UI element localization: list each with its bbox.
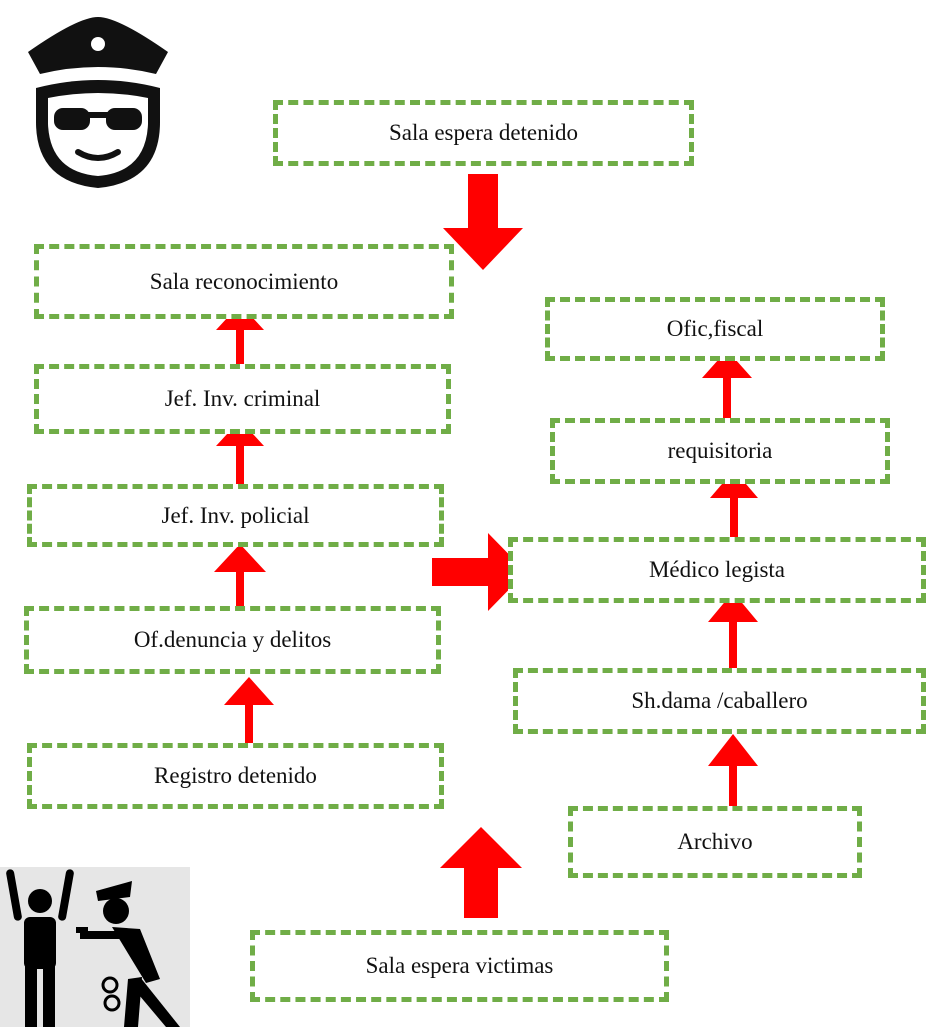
node-jef-inv-policial: Jef. Inv. policial	[27, 484, 444, 547]
arrow-up-right-1	[702, 350, 752, 427]
node-jef-inv-criminal: Jef. Inv. criminal	[34, 364, 451, 434]
node-sala-espera-detenido: Sala espera detenido	[273, 100, 694, 166]
node-sh-dama-caballero: Sh.dama /caballero	[513, 668, 926, 734]
arrow-down-big	[443, 174, 523, 270]
arrow-up-right-2	[710, 470, 758, 546]
node-registro-detenido: Registro detenido	[27, 743, 444, 809]
arrow-up-right-4	[708, 734, 758, 818]
arrow-up-left-4	[224, 677, 274, 745]
arrow-up-right-3	[708, 592, 758, 670]
node-requisitoria: requisitoria	[550, 418, 890, 484]
node-medico-legista: Médico legista	[508, 537, 926, 603]
arrest-icon	[0, 867, 190, 1027]
police-officer-icon	[28, 17, 168, 188]
node-sala-espera-victimas: Sala espera victimas	[250, 930, 669, 1002]
arrow-up-left-3	[214, 544, 266, 612]
arrow-up-big	[440, 827, 522, 918]
node-archivo: Archivo	[568, 806, 862, 878]
arrow-up-left-1	[216, 304, 264, 368]
arrow-up-left-2	[216, 420, 264, 490]
node-of-denuncia: Of.denuncia y delitos	[24, 606, 441, 674]
node-sala-reconocimiento: Sala reconocimiento	[34, 244, 454, 319]
arrow-right-big	[432, 533, 526, 611]
node-ofic-fiscal: Ofic,fiscal	[545, 297, 885, 361]
